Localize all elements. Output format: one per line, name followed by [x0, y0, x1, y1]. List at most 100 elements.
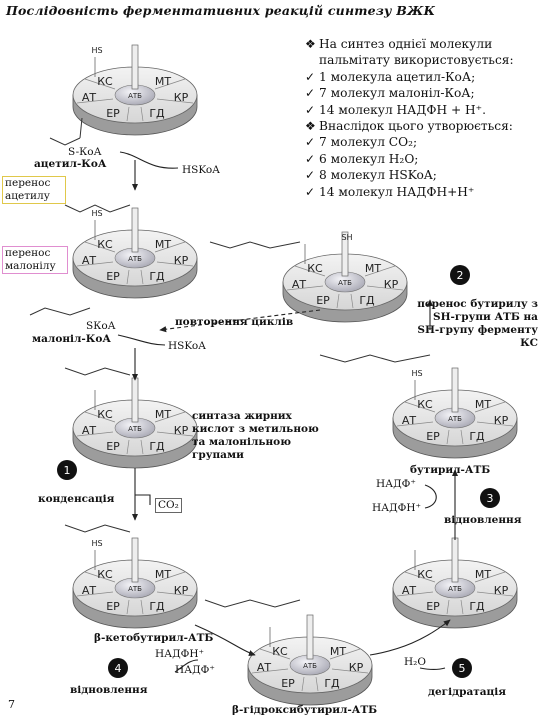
domain-atb-label: АТБ	[448, 585, 462, 593]
domain-divider	[476, 591, 514, 597]
thiol-label: SH	[341, 233, 352, 242]
domain-divider	[84, 411, 116, 423]
domain-divider	[84, 571, 116, 583]
domain-gd-label: ГД	[469, 430, 485, 443]
domain-divider	[350, 293, 354, 309]
pantetheine-arm	[451, 367, 459, 413]
transfer-butyryl-note: перенос бутирилу з SH-групи АТБ на SH-гр…	[417, 298, 538, 349]
domain-divider	[364, 265, 396, 277]
domain-divider	[140, 599, 144, 615]
nadph-label: НАДФН⁺	[155, 648, 205, 660]
nadp-label: НАДФ⁺	[376, 478, 416, 490]
domain-divider	[476, 421, 514, 427]
pantetheine-arm	[131, 537, 139, 583]
domain-divider	[404, 401, 436, 413]
acetyl-bond	[49, 137, 81, 146]
domain-gd-label: ГД	[359, 294, 375, 307]
malonyl-coa-label: малоніл-КоА	[32, 333, 111, 345]
domain-gd-label: ГД	[149, 107, 165, 120]
butyryl-chain-bond	[209, 241, 301, 249]
hskoa-release-arrow	[117, 334, 166, 346]
acetyl-chain-bond	[64, 204, 131, 213]
repeat-cycle-arrow	[159, 309, 321, 333]
summary-line: ✓14 молекул НАДФН+Н⁺	[305, 184, 475, 199]
domain-at-label: АТ	[292, 278, 307, 291]
domain-at-label: АТ	[82, 254, 97, 267]
domain-gd-label: ГД	[149, 600, 165, 613]
nadph-loop-arrow	[424, 484, 437, 509]
domain-mt-label: МТ	[155, 238, 171, 251]
domain-kr-label: КР	[174, 584, 189, 597]
domain-divider	[329, 648, 361, 660]
domain-divider	[474, 401, 506, 413]
domain-mt-label: МТ	[475, 398, 491, 411]
domain-divider	[76, 261, 114, 267]
summary-line: ✓7 молекул малоніл-КоА;	[305, 86, 475, 101]
domain-at-label: АТ	[402, 584, 417, 597]
domain-divider	[76, 431, 114, 437]
domain-ks-label: КС	[307, 262, 323, 275]
domain-er-label: ЕР	[426, 600, 440, 613]
domain-divider	[76, 98, 114, 104]
malonyl-bond	[64, 367, 131, 376]
domain-gd-label: ГД	[149, 440, 165, 453]
co2-branch	[135, 494, 151, 505]
domain-er-label: ЕР	[426, 430, 440, 443]
hydroxy-label: β-гідроксибутирил-АТБ	[232, 704, 378, 716]
domain-atb-label: АТБ	[128, 585, 142, 593]
domain-divider	[460, 599, 464, 615]
domain-at-label: АТ	[257, 661, 272, 674]
domain-divider	[460, 429, 464, 445]
domain-at-label: АТ	[82, 424, 97, 437]
pantetheine-arm	[131, 377, 139, 423]
domain-divider	[396, 591, 434, 597]
summary-line: ✓8 молекул HSKoA;	[305, 168, 437, 183]
domain-at-label: АТ	[402, 414, 417, 427]
domain-atb-label: АТБ	[338, 279, 352, 287]
step-number: 2	[457, 269, 464, 282]
summary-line: ✓14 молекул НАДФН + Н⁺.	[305, 102, 486, 117]
domain-divider	[156, 431, 194, 437]
dehydration-label: дегідратація	[428, 686, 507, 698]
domain-divider	[156, 98, 194, 104]
pantetheine-arm	[341, 231, 349, 277]
domain-er-label: ЕР	[281, 677, 295, 690]
domain-divider	[336, 293, 340, 309]
butyryl-label: бутирил-АТБ	[410, 464, 491, 476]
summary-line: ✓1 молекула ацетил-КоА;	[305, 69, 476, 84]
domain-divider	[251, 668, 289, 674]
hskoa-release-arrow	[119, 151, 179, 169]
domain-ks-label: КС	[417, 398, 433, 411]
domain-gd-label: ГД	[324, 677, 340, 690]
step-marker-2	[450, 265, 470, 285]
transfer-acetyl-box: перенос ацетилу	[2, 176, 66, 204]
water-release-arrow	[419, 667, 446, 671]
step-number: 1	[64, 464, 71, 477]
domain-gd-label: ГД	[469, 600, 485, 613]
transfer-malonyl-box: перенос малонілу	[2, 246, 68, 274]
domain-mt-label: МТ	[155, 408, 171, 421]
hskoa-label: HSKoA	[168, 340, 206, 352]
domain-divider	[84, 78, 116, 90]
domain-divider	[156, 591, 194, 597]
summary-line: ❖На синтез однієї молекули	[305, 37, 493, 51]
summary-line: пальмітату використовується:	[319, 53, 514, 68]
domain-atb-label: АТБ	[303, 662, 317, 670]
skoa-label: SКоА	[86, 320, 116, 332]
step-marker-5	[452, 658, 472, 678]
domain-divider	[315, 676, 319, 692]
co2-box: CO₂	[155, 498, 182, 513]
domain-er-label: ЕР	[106, 270, 120, 283]
nadph-label: НАДФН⁺	[372, 502, 422, 514]
domain-divider	[126, 599, 130, 615]
summary-line: ❖Внаслідок цього утворюється:	[305, 119, 513, 134]
domain-divider	[140, 439, 144, 455]
pantetheine-arm	[306, 614, 314, 660]
domain-divider	[259, 648, 291, 660]
condensation-label: конденсація	[38, 493, 115, 505]
